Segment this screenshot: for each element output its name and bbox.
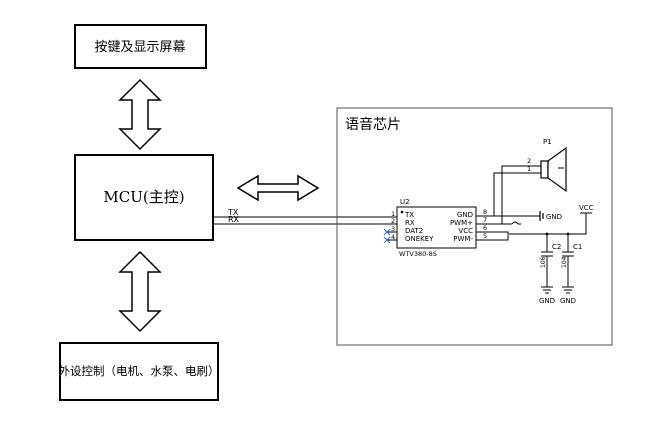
chip-pin-pwm-plus: PWM+	[450, 219, 473, 227]
mcu-tx-label: TX	[227, 208, 239, 217]
chip-part: WTV380-8S	[399, 250, 437, 258]
peripheral-label: 外设控制（电机、水泵、电刷）	[59, 364, 220, 378]
pin-num-6: 6	[483, 224, 487, 232]
chip-pin-pwm-minus: PWM-	[453, 235, 473, 243]
keys-display-label: 按键及显示屏幕	[94, 40, 185, 55]
pin-num-5-visible: 5	[483, 232, 487, 240]
right-wiring	[476, 165, 587, 241]
junction-c2	[545, 232, 549, 236]
pin-num-2: 2	[391, 217, 395, 225]
c2-value: 106	[540, 256, 547, 268]
c2-ref: C2	[552, 243, 561, 251]
nc-marker-4	[383, 236, 391, 244]
double-arrow-top	[118, 78, 162, 151]
chip-pin-tx: TX	[404, 211, 414, 219]
chip-pin-onekey: ONEKEY	[405, 235, 434, 243]
mcu-rx-label: RX	[228, 215, 240, 224]
speaker-pin1: 1	[527, 165, 531, 173]
c1-value: 104	[561, 256, 568, 268]
pin-num-7: 7	[483, 216, 487, 224]
speaker-pin2: 2	[527, 157, 531, 165]
peripheral-block: 外设控制（电机、水泵、电刷）	[59, 342, 220, 401]
voice-chip-title: 语音芯片	[345, 116, 401, 133]
pin-num-3: 3	[391, 225, 395, 233]
gnd-label-1: GND	[539, 297, 555, 305]
capacitor-c1	[562, 234, 574, 294]
voice-chip-region: 语音芯片	[336, 107, 613, 346]
c1-ref: C1	[573, 243, 582, 251]
mcu-block: MCU(主控)	[74, 154, 214, 241]
double-arrow-horizontal	[236, 174, 320, 202]
gnd-right-label: GND	[546, 213, 562, 221]
nc-marker-3	[383, 228, 391, 236]
capacitor-c2	[541, 234, 553, 294]
vcc-symbol: VCC	[579, 204, 594, 214]
gnd-label-2: GND	[560, 297, 576, 305]
chip-pin-rx: RX	[405, 219, 415, 227]
gnd-symbol-right: GND	[539, 211, 562, 221]
pin1-dot	[400, 210, 404, 214]
junction-c1	[566, 232, 570, 236]
mcu-label: MCU(主控)	[103, 188, 184, 206]
speaker-p1: P1 2 1	[521, 138, 567, 193]
pin-num-4: 4	[391, 233, 395, 241]
pin-num-1: 1	[391, 210, 395, 218]
pin-num-8: 8	[483, 208, 487, 216]
chip-ref: U2	[400, 198, 410, 206]
chip-pin-dat2: DAT2	[405, 227, 423, 235]
keys-display-block: 按键及显示屏幕	[74, 24, 207, 69]
speaker-ref: P1	[543, 138, 552, 146]
vcc-label: VCC	[579, 204, 594, 212]
double-arrow-bottom	[118, 250, 162, 333]
uart-lines: TX RX	[213, 208, 397, 225]
chip-u2: U2 WTV380-8S TX RX DAT2 ONEKEY 1 2 3 4 G…	[383, 198, 487, 258]
chip-pin-gnd: GND	[457, 211, 473, 219]
chip-pin-vcc: VCC	[458, 227, 473, 235]
